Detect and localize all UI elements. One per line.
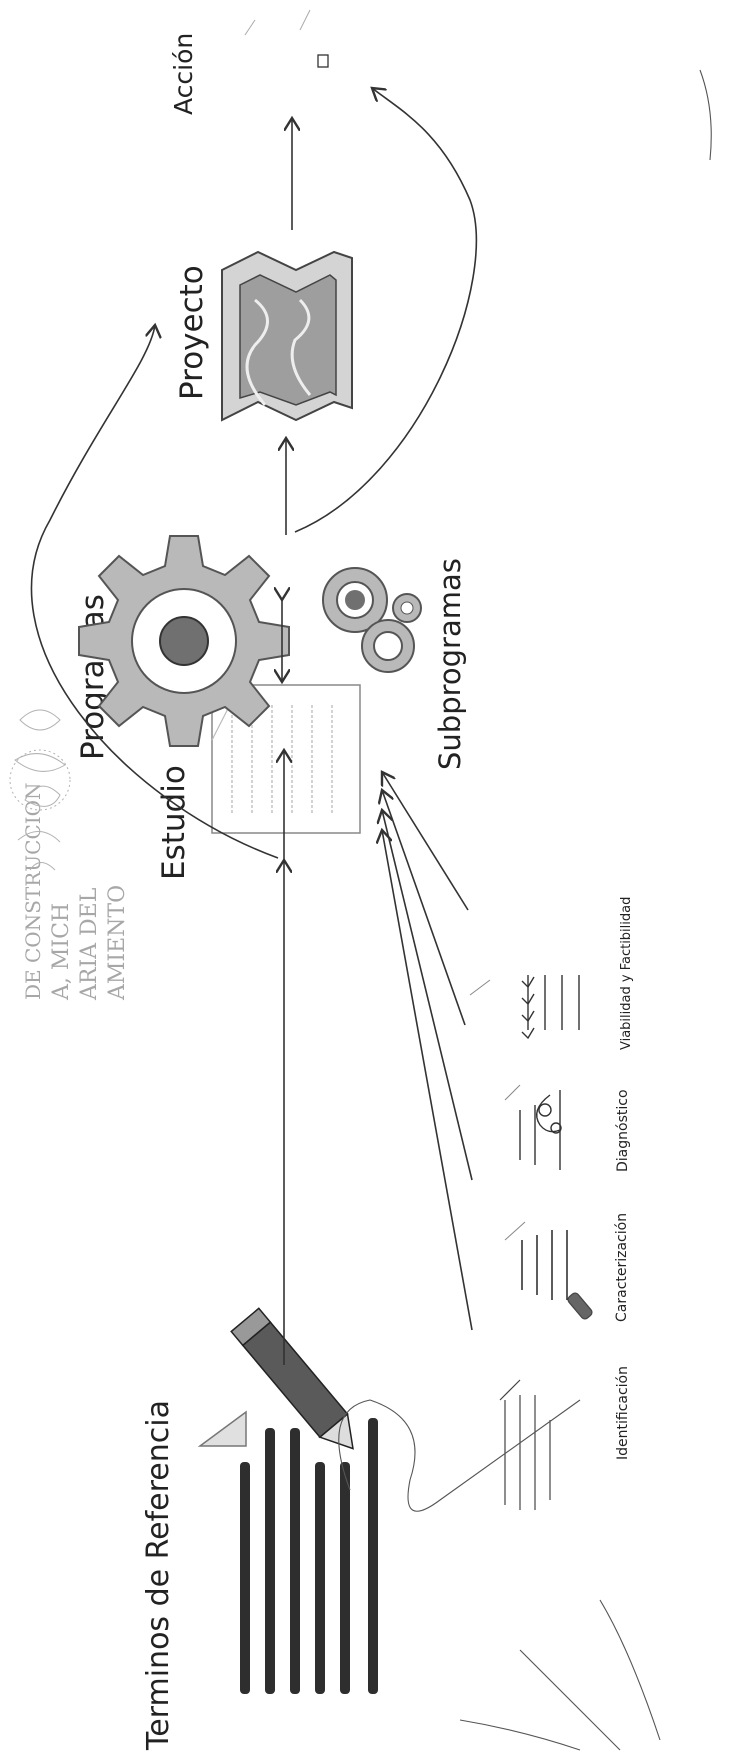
substep-label-diagnostico: Diagnóstico <box>615 1089 631 1172</box>
connectors <box>30 69 712 1751</box>
stamp-seal: DE CONSTRUCCION A, MICH ARIA DEL AMIENTO <box>9 709 130 1001</box>
stamp-emblem <box>9 709 71 871</box>
node-label-programas: Programas <box>75 594 111 760</box>
estudio-document-icon <box>211 684 361 834</box>
stamp-line-1: DE CONSTRUCCION <box>21 782 45 1000</box>
viabilidad-icon <box>469 975 580 1040</box>
signature-stroke <box>338 1399 581 1512</box>
proyecto-map-icon <box>221 250 353 422</box>
substep-label-viabilidad: Viabilidad y Factibilidad <box>619 897 634 1050</box>
stamp-line-3: ARIA DEL <box>77 887 102 1001</box>
terminos-document-icon <box>197 1307 378 1694</box>
node-label-accion: Acción <box>169 33 198 115</box>
stamp-line-4: AMIENTO <box>105 885 130 1001</box>
subprogramas-gears-icon <box>322 567 422 673</box>
programas-gear-icon <box>78 535 290 747</box>
substep-label-caracterizacion: Caracterización <box>614 1213 630 1322</box>
node-label-terminos: Terminos de Referencia <box>141 1400 176 1751</box>
accion-icon <box>244 9 329 68</box>
node-label-proyecto: Proyecto <box>174 265 210 400</box>
stamp-line-2: A, MICH <box>49 903 74 1001</box>
substep-label-identificacion: Identificación <box>615 1366 631 1460</box>
node-label-estudio: Estudio <box>156 765 192 880</box>
identificacion-icon <box>499 1292 593 1510</box>
node-label-subprogramas: Subprogramas <box>433 558 467 770</box>
caracterizacion-icon <box>504 1221 568 1300</box>
diagnostico-icon <box>504 1084 562 1170</box>
